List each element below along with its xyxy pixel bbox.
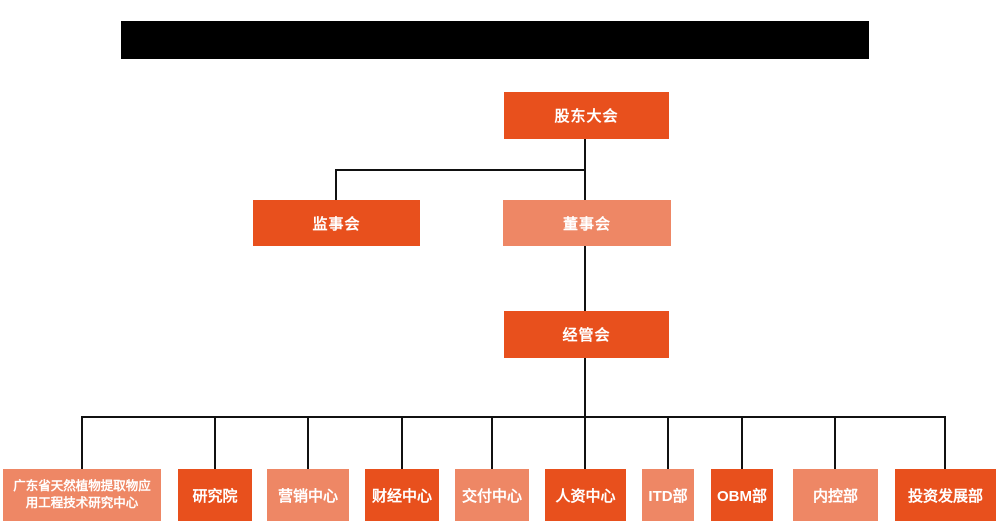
connector-line <box>944 416 946 469</box>
org-node-label: 营销中心 <box>277 487 338 505</box>
org-node-label: OBM部 <box>717 487 767 505</box>
org-node-department: 投资发展部 <box>895 469 996 521</box>
org-node-label: 研究院 <box>192 487 238 505</box>
connector-line <box>307 416 309 469</box>
connector-line <box>401 416 403 469</box>
connector-line <box>834 416 836 469</box>
org-node-label: 广东省天然植物提取物应用工程技术研究中心 <box>13 478 151 511</box>
connector-line <box>335 169 337 200</box>
org-node-department: 人资中心 <box>545 469 626 521</box>
org-node-department: 内控部 <box>793 469 878 521</box>
org-node-shareholders-meeting: 股东大会 <box>504 92 669 139</box>
org-node-label: 经管会 <box>562 327 611 344</box>
org-node-department: 交付中心 <box>455 469 529 521</box>
org-node-label: 财经中心 <box>371 487 432 505</box>
connector-line <box>335 169 586 171</box>
org-node-label: 交付中心 <box>461 487 522 505</box>
connector-line <box>667 416 669 469</box>
connector-line <box>584 358 586 469</box>
org-node-label: 董事会 <box>562 215 611 233</box>
org-node-label: 监事会 <box>312 215 361 233</box>
org-node-department: 研究院 <box>178 469 252 521</box>
org-node-department: ITD部 <box>642 469 694 521</box>
org-node-board-of-directors: 董事会 <box>503 200 671 246</box>
org-node-label: 人资中心 <box>555 487 616 505</box>
redacted-title-bar <box>121 21 869 59</box>
org-node-supervisory-board: 监事会 <box>253 200 420 246</box>
org-node-label: ITD部 <box>648 487 688 505</box>
org-node-department: OBM部 <box>711 469 773 521</box>
connector-line <box>741 416 743 469</box>
connector-line <box>584 246 586 311</box>
org-node-department: 财经中心 <box>365 469 439 521</box>
org-node-label: 投资发展部 <box>907 487 983 505</box>
connector-line <box>82 416 946 418</box>
connector-line <box>214 416 216 469</box>
connector-line <box>491 416 493 469</box>
org-node-department: 营销中心 <box>267 469 349 521</box>
org-node-label: 股东大会 <box>554 108 619 125</box>
org-node-label: 内控部 <box>812 487 858 505</box>
connector-line <box>81 416 83 469</box>
org-node-department: 广东省天然植物提取物应用工程技术研究中心 <box>3 469 161 521</box>
org-node-management-committee: 经管会 <box>504 311 669 358</box>
